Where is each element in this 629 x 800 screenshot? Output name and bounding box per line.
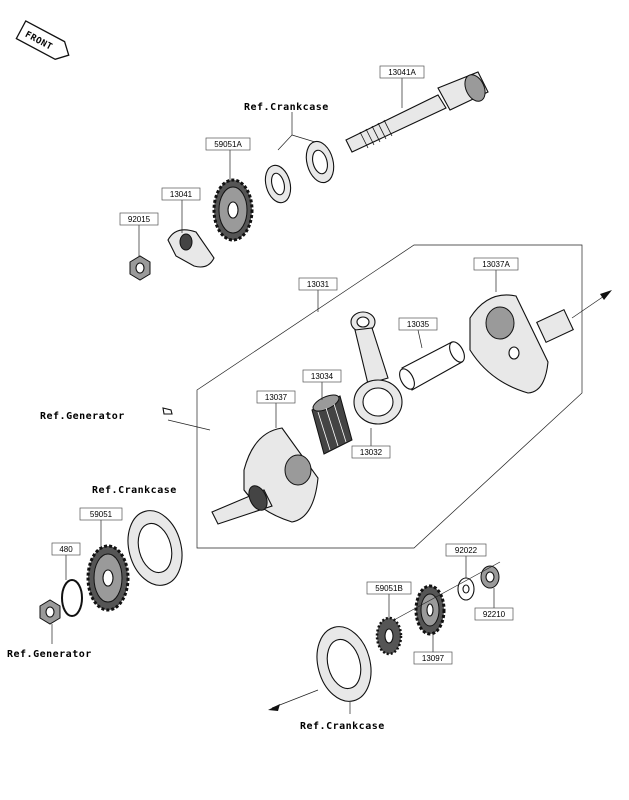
front-direction-badge: FRONT (15, 20, 70, 60)
svg-text:92022: 92022 (455, 546, 478, 555)
crank-pin-13035 (399, 341, 465, 391)
crank-half-13037 (211, 427, 319, 525)
part-label-480: 480 (51, 542, 81, 556)
bearing-top-right (305, 140, 335, 184)
part-label-13097: 13097 (413, 651, 453, 665)
svg-text:13032: 13032 (360, 448, 383, 457)
svg-text:59051A: 59051A (214, 140, 242, 149)
assembly-axis-lines (167, 290, 612, 711)
part-label-13037A: 13037A (473, 257, 519, 271)
svg-text:92210: 92210 (483, 610, 506, 619)
svg-text:13041A: 13041A (388, 68, 416, 77)
ref-crankcase-mid: Ref.Crankcase (92, 485, 177, 496)
part-label-92022: 92022 (445, 543, 487, 557)
ref-crankcase-top: Ref.Crankcase (244, 102, 329, 113)
part-label-13035: 13035 (398, 317, 438, 331)
svg-text:92015: 92015 (128, 215, 151, 224)
ref-generator-bottom: Ref.Generator (7, 649, 92, 660)
part-label-13037: 13037 (256, 390, 296, 404)
nut-bottom-left (39, 599, 61, 625)
crank-half-13037A (469, 294, 574, 394)
balancer-shaft-13041A (345, 71, 489, 153)
svg-text:13035: 13035 (407, 320, 430, 329)
part-label-92210: 92210 (474, 607, 514, 621)
svg-text:59051B: 59051B (375, 584, 403, 593)
gear-59051 (86, 544, 130, 612)
leader-lines (51, 78, 497, 714)
nut-92015 (129, 255, 151, 281)
crankshaft-assembly-frame (196, 244, 583, 549)
bearing-bottom (316, 626, 372, 702)
svg-text:13031: 13031 (307, 280, 330, 289)
svg-text:13037A: 13037A (482, 260, 510, 269)
part-label-13034: 13034 (302, 369, 342, 383)
part-label-59051: 59051 (79, 507, 123, 521)
part-label-92015: 92015 (119, 212, 159, 226)
circlip-480 (61, 579, 83, 617)
svg-text:59051: 59051 (90, 510, 113, 519)
bearing-top-left (264, 164, 292, 204)
gear-59051B (375, 616, 403, 656)
needle-bearing-13034 (311, 394, 353, 455)
svg-text:13037: 13037 (265, 393, 288, 402)
svg-text:13041: 13041 (170, 190, 193, 199)
ref-generator-mid: Ref.Generator (40, 411, 125, 422)
bearing-59051 (127, 510, 183, 586)
balancer-weight-13041 (167, 229, 215, 268)
svg-text:13034: 13034 (311, 372, 334, 381)
part-label-13041: 13041 (161, 187, 201, 201)
part-label-13031: 13031 (298, 277, 338, 291)
part-label-13032: 13032 (351, 445, 391, 459)
nut-92210 (480, 565, 500, 589)
part-label-59051B: 59051B (366, 581, 412, 595)
svg-text:13097: 13097 (422, 654, 445, 663)
svg-text:480: 480 (59, 545, 73, 554)
part-label-59051A: 59051A (205, 137, 251, 151)
washer-92022 (457, 577, 475, 601)
ref-crankcase-bottom: Ref.Crankcase (300, 721, 385, 732)
connecting-rod-13032 (350, 311, 403, 425)
part-label-13041A: 13041A (379, 65, 425, 79)
gear-13097 (414, 584, 446, 636)
key-pin (162, 407, 173, 415)
gear-59051A (212, 178, 254, 242)
